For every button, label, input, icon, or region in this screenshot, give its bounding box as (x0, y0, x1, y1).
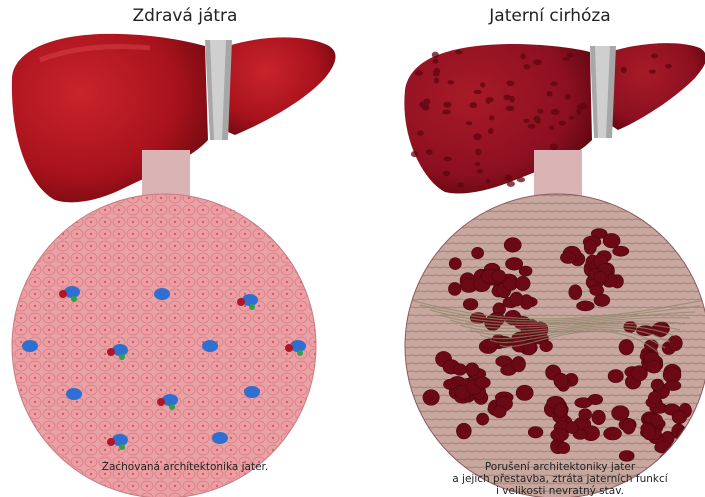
cirrhosis-caption: Porušení architektoniky jater a jejich p… (410, 461, 705, 497)
cirrhotic-tissue-circle (405, 194, 705, 497)
portal-tract (154, 288, 170, 300)
portal-tract (202, 340, 218, 352)
cirrhosis-caption-line-2: a jejich přestavba, ztráta jaterních fun… (410, 473, 705, 485)
portal-tract (212, 432, 228, 444)
healthy-caption: Zachovaná architektonika jater. (40, 461, 330, 473)
cirrhosis-caption-line-1: Porušení architektoniky jater (410, 461, 705, 473)
cirrhosis-caption-line-3: i velikosti nevratný stav. (410, 485, 705, 497)
portal-tract (22, 340, 38, 352)
portal-tract (244, 386, 260, 398)
healthy-tissue-circle (12, 194, 316, 497)
portal-tract (66, 388, 82, 400)
